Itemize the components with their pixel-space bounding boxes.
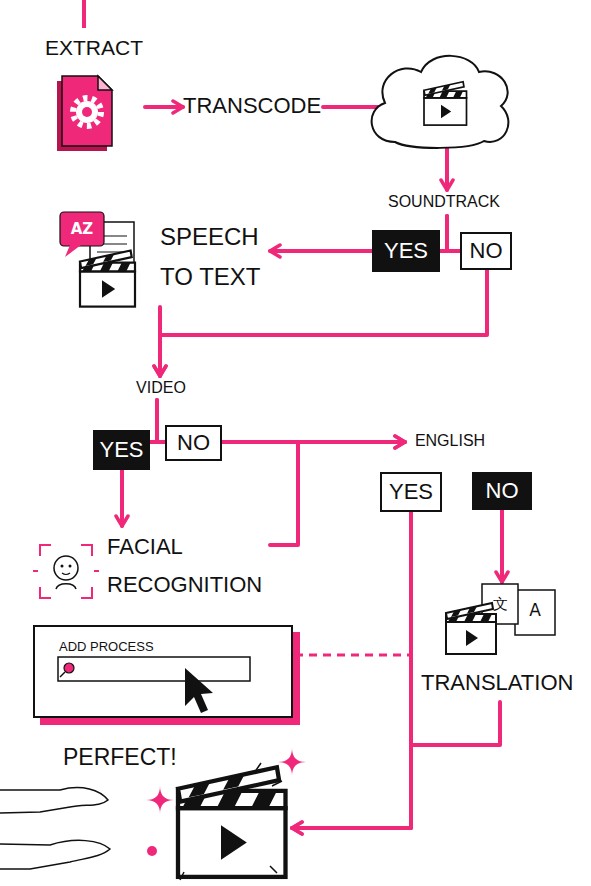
node-text: EXTRACT [45, 35, 145, 60]
node-text: TRANSCODE [183, 93, 323, 119]
node-text: NO [470, 238, 503, 264]
text-document [90, 222, 134, 278]
node-text: SOUNDTRACK [378, 192, 510, 211]
face-symbol [54, 556, 78, 580]
node-text: SPEECH TO TEXT [160, 217, 272, 297]
flow-connector [270, 249, 372, 253]
flow-connector [145, 105, 183, 109]
clapperboard-icon [446, 603, 496, 654]
flow-connector [120, 470, 124, 526]
sparkle [278, 748, 306, 776]
hand-drawing [0, 788, 108, 813]
document-icon [62, 76, 112, 146]
focus-brackets [33, 545, 99, 598]
node-text: PERFECT! [63, 744, 193, 772]
cloud-symbol [372, 56, 509, 148]
decision-label: ENGLISH [405, 429, 495, 453]
extract-step: EXTRACT [45, 30, 145, 152]
icon-label: AZ [62, 219, 102, 239]
node-text: FACIAL RECOGNITION [107, 528, 267, 604]
mouse-cursor [185, 668, 213, 713]
facial-recognition-step: FACIAL RECOGNITION [35, 526, 270, 604]
search-field [58, 657, 250, 681]
document-shadow [57, 81, 107, 151]
decision-label: VIDEO [130, 376, 192, 400]
speech-bubble-tail [65, 245, 81, 257]
yes-box: YES [93, 430, 150, 470]
gear-hole [82, 107, 92, 117]
node-text: ADD PROCESS [59, 639, 259, 655]
flow-connector [323, 107, 447, 190]
no-box: NO [472, 472, 532, 510]
flow-connector [158, 307, 162, 376]
sparkle-dot [147, 846, 157, 856]
magnifier-symbol [64, 663, 74, 673]
icon-label: A [525, 600, 545, 620]
flow-connector [292, 512, 411, 828]
decision-label: SOUNDTRACK [378, 190, 510, 216]
translation-document [515, 590, 555, 635]
yes-box: YES [380, 472, 442, 512]
document-fold [98, 76, 112, 90]
speech-bubble [60, 212, 104, 246]
result-step: PERFECT! [60, 742, 292, 872]
node-text: YES [384, 238, 428, 264]
node-text: ENGLISH [405, 431, 495, 450]
clapperboard-icon [80, 251, 135, 307]
flow-connector [500, 510, 504, 582]
translation-document [482, 584, 518, 624]
dashed-leader [295, 654, 409, 657]
incoming-line [82, 0, 86, 28]
face-eye [69, 565, 72, 568]
yes-box: YES [372, 230, 440, 272]
node-text: YES [99, 437, 143, 463]
shine-ticks [180, 763, 282, 880]
add-process-panel: ADD PROCESS [33, 625, 293, 718]
node-text: NO [177, 430, 210, 456]
node-text: YES [389, 479, 433, 505]
clapperboard-icon [178, 767, 286, 877]
gear-teeth [73, 98, 101, 126]
gear-symbol [76, 101, 98, 123]
flow-connector [292, 702, 500, 828]
face-eye [61, 565, 64, 568]
face-shoulders [56, 584, 76, 589]
flow-connector [447, 216, 460, 251]
node-text: NO [486, 478, 519, 504]
transcode-step: TRANSCODE [183, 93, 323, 121]
document-lines [97, 236, 127, 252]
clapperboard-icon [424, 82, 467, 125]
node-text: TRANSLATION [421, 670, 578, 696]
icon-label: 文 [490, 594, 510, 614]
node-text: VIDEO [130, 378, 192, 397]
flow-connector [157, 400, 165, 442]
no-box: NO [460, 232, 512, 270]
sparkle [146, 786, 174, 814]
hand-drawing [0, 840, 110, 869]
face-mouth [62, 573, 70, 575]
magnifier-handle [60, 672, 65, 677]
no-box: NO [165, 425, 222, 461]
